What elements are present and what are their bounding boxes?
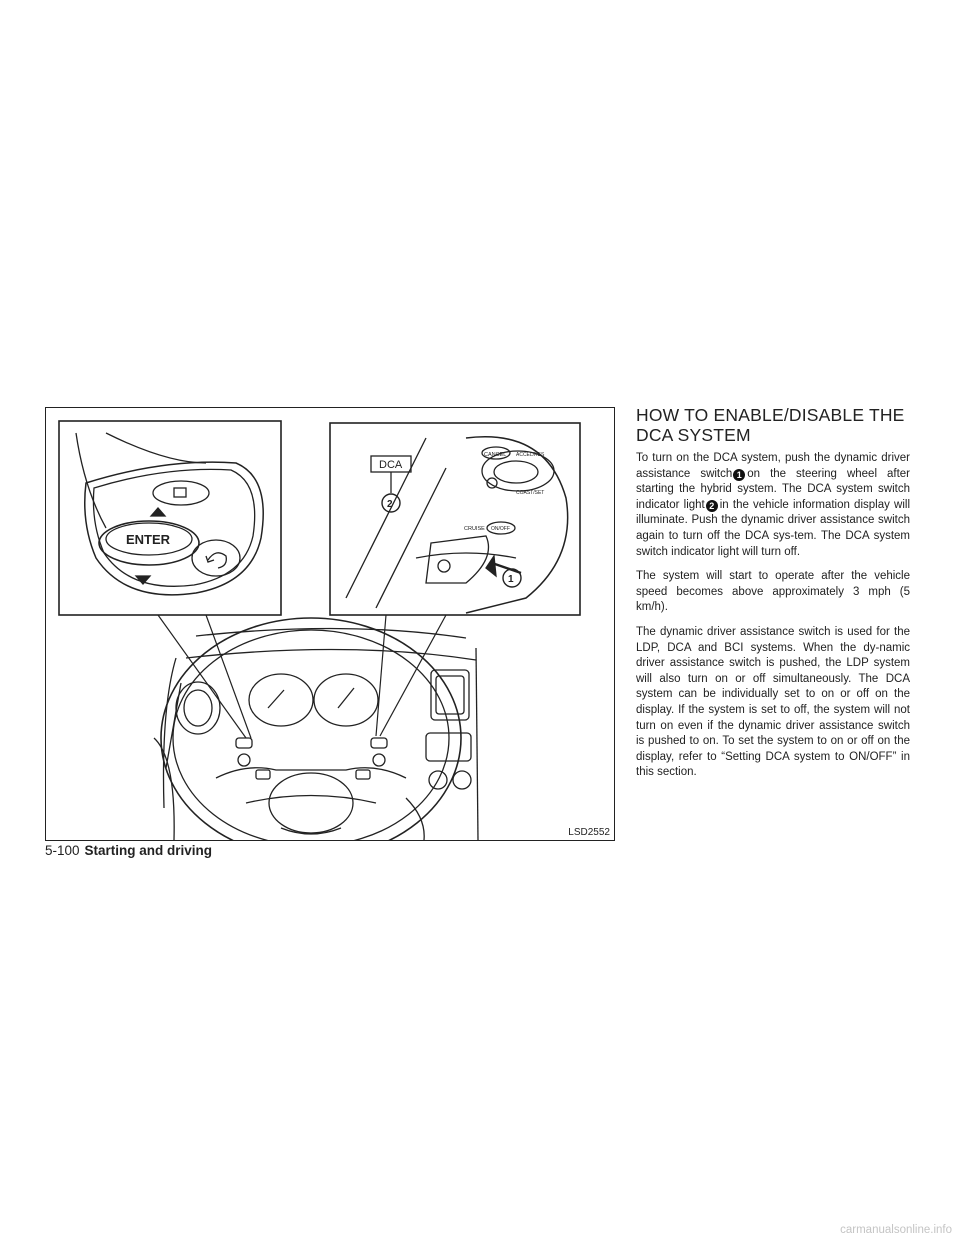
paragraph-1-part-b: on the steering wheel after starting the… bbox=[636, 467, 910, 511]
text-column: HOW TO ENABLE/DISABLE THE DCA SYSTEM To … bbox=[636, 405, 910, 790]
page-number: 5-100 bbox=[45, 843, 80, 858]
cruise-label: CRUISE bbox=[464, 526, 485, 532]
steering-wheel-illustration: ENTER DCA 2 CANCEL ACCEL/RES COAST/SET C… bbox=[45, 407, 615, 841]
inset-right: DCA 2 CANCEL ACCEL/RES COAST/SET CRUISE … bbox=[329, 422, 581, 616]
on-off-label: ON/OFF bbox=[491, 526, 510, 532]
watermark: carmanualsonline.info bbox=[840, 1224, 952, 1236]
dca-indicator-label: DCA bbox=[379, 459, 403, 471]
paragraph-1-part-a: To turn on the DCA system, push the dyna… bbox=[636, 452, 910, 480]
accel-res-label: ACCEL/RES bbox=[516, 452, 545, 458]
heading-line-2: DCA SYSTEM bbox=[636, 425, 751, 445]
coast-set-label: COAST/SET bbox=[516, 490, 544, 496]
figure-code: LSD2552 bbox=[568, 827, 610, 838]
connector-lines bbox=[157, 614, 447, 739]
paragraph-1: To turn on the DCA system, push the dyna… bbox=[636, 451, 910, 560]
cancel-label: CANCEL bbox=[484, 452, 506, 458]
section-heading: HOW TO ENABLE/DISABLE THE DCA SYSTEM bbox=[636, 405, 910, 445]
callout-1: 1 bbox=[508, 574, 514, 585]
ref-marker-1: 1 bbox=[733, 468, 746, 481]
inset-left: ENTER bbox=[58, 420, 282, 616]
section-title: Starting and driving bbox=[84, 843, 213, 858]
paragraph-3: The dynamic driver assistance switch is … bbox=[636, 625, 910, 779]
callout-2: 2 bbox=[387, 499, 393, 510]
paragraph-1-part-c: in the vehicle information display will … bbox=[636, 498, 910, 558]
enter-button-label: ENTER bbox=[126, 532, 171, 547]
page-footer: 5-100 Starting and driving bbox=[45, 843, 212, 858]
heading-line-1: HOW TO ENABLE/DISABLE THE bbox=[636, 405, 905, 425]
illustration-drawing: ENTER DCA 2 CANCEL ACCEL/RES COAST/SET C… bbox=[58, 420, 581, 840]
dashboard-drawing bbox=[153, 617, 479, 840]
ref-marker-2: 2 bbox=[705, 499, 718, 512]
paragraph-2: The system will start to operate after t… bbox=[636, 570, 910, 614]
